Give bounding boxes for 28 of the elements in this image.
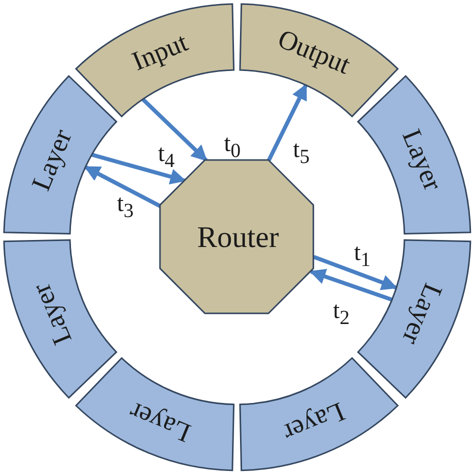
- ring-segment: [358, 76, 470, 234]
- edge-label: t$_{2}$: [333, 299, 350, 328]
- arrow: [84, 165, 162, 208]
- ring-segment: [4, 76, 116, 234]
- segment-label: Output: [274, 25, 354, 80]
- arrow: [309, 268, 392, 302]
- arrow: [141, 98, 208, 162]
- edge-label: t$_{1}$: [354, 241, 371, 270]
- edge-label: t$_{3}$: [117, 192, 134, 221]
- edge-label: t$_{4}$: [158, 142, 175, 171]
- segment-label: Layer: [397, 279, 446, 348]
- router-label: Router: [197, 222, 279, 253]
- arrow: [91, 152, 186, 184]
- ring-segment: [76, 4, 234, 116]
- ring-segment: [4, 240, 116, 398]
- segment-label: Layer: [126, 397, 195, 446]
- ring-segment: [240, 358, 398, 470]
- arrow: [313, 255, 398, 290]
- segment-label: Layer: [279, 397, 348, 446]
- ring-segment: [76, 358, 234, 470]
- edge-label: t$_{5}$: [293, 138, 310, 167]
- arrow: [267, 84, 308, 162]
- ring-segment: [240, 4, 398, 116]
- segment-label: Layer: [28, 126, 77, 195]
- segment-label: Layer: [397, 126, 446, 195]
- segment-label: Layer: [28, 279, 77, 348]
- segment-label: Input: [128, 28, 192, 76]
- edge-label: t$_{0}$: [224, 132, 241, 161]
